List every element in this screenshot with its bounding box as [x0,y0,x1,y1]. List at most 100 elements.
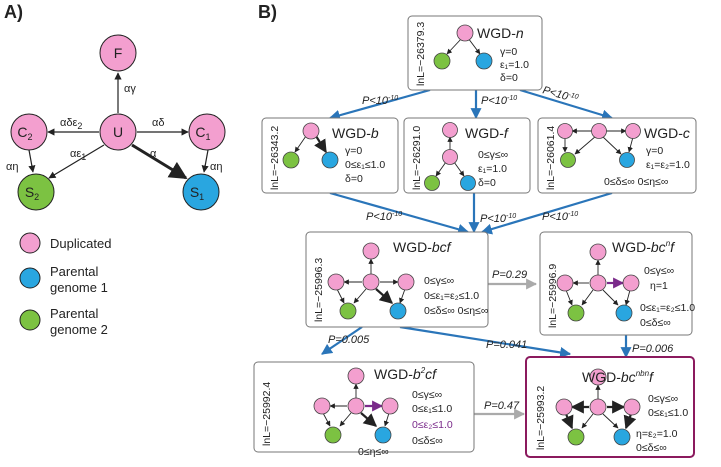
legend-parental2-line2: genome 2 [50,322,108,337]
node-s1 [182,173,220,211]
edge-u-s1 [131,143,188,180]
legend-duplicated-swatch [19,232,41,254]
box-n-param3: δ=0 [500,72,518,84]
node-s2 [17,173,55,211]
node-u-label: U [113,124,123,140]
label-u-s2: αε1 [70,148,86,162]
legend-parental1-line2: genome 1 [50,280,108,295]
box-bcnf-lnl: lnL=−25996.9 [547,264,559,328]
box-bcf-param3: 0≤δ≤∞ 0≤η≤∞ [424,305,488,317]
panel-b: B) P<10-10 P<10-10 P<10-10 P<10-10 P<10-… [253,2,697,458]
box-b2cf-param3: 0≤ε₂≤1.0 [412,419,453,431]
arrow-bcf-b2cf [321,326,363,355]
legend-parental1-line1: Parental [50,264,99,279]
panel-b-label: B) [258,2,277,22]
box-b2cf-lnl: lnL=−25992.4 [261,382,273,446]
box-f-param2: ε₁=1.0 [478,163,507,175]
box-wgd-bcf: lnL=−25996.3 WGD-bcf 0≤γ≤∞ 0≤ε₁=ε₂≤1.0 0… [305,231,489,328]
box-b2cf-param4: 0≤η≤∞ [358,446,389,458]
box-bcnf-param3: 0≤ε₁=ε₂≤1.0 [640,302,695,314]
legend-duplicated-label: Duplicated [50,236,111,251]
arrow-n-b [328,88,431,121]
edge-c1-s1 [201,149,209,173]
pval-c-bcf: P<10-10 [542,211,578,223]
edge-u-s2 [48,144,105,179]
label-u-f: αγ [124,83,136,95]
panel-a-label: A) [4,2,23,22]
node-c2 [10,113,48,151]
box-n-title: WGD-n [477,25,524,41]
node-f [99,34,137,72]
box-c-title: WGD-c [644,125,690,141]
edge-c2-s2 [28,149,36,173]
box-bcf-title: WGD-bcf [393,239,453,255]
box-bcnf-param4: 0≤δ≤∞ [640,317,671,329]
pval-bcnf-bcnbnf: P=0.006 [632,343,674,355]
legend-parental2-swatch [19,309,41,331]
node-c2-label: C2 [17,124,32,142]
box-c-param1: γ=0 [646,145,663,157]
node-c1 [188,113,226,151]
pval-bcf-bcnbnf: P=0.041 [486,339,527,351]
legend-parental2-line1: Parental [50,306,99,321]
node-u [99,113,137,151]
box-b-lnl: lnL=−26343.2 [269,126,281,190]
box-bcf-lnl: lnL=−25996.3 [313,258,325,322]
box-wgd-c: lnL=−26061.4 WGD-c γ=0 ε₁=ε₂=1.0 0≤δ≤∞ 0… [537,117,697,194]
pval-b2cf-bcnbnf: P=0.47 [484,400,520,412]
box-b-title: WGD-b [332,125,379,141]
label-u-c1: αδ [152,117,164,129]
box-c-lnl: lnL=−26061.4 [545,126,557,190]
panel-a: A) αγ αδε2 αδ αε1 α αη αη F U C2 C1 S2 S… [4,2,226,337]
box-b2cf-title: WGD-b2cf [374,366,438,382]
box-wgd-bcnf: lnL=−25996.9 WGD-bcnf 0≤γ≤∞ η=1 0≤ε₁=ε₂≤… [539,231,695,336]
label-c2-s2: αη [6,161,18,173]
box-c-param2: ε₁=ε₂=1.0 [646,159,690,171]
box-bcnbnf-param2: 0≤ε₁≤1.0 [648,407,688,419]
box-bcnf-param1: 0≤γ≤∞ [644,265,674,277]
box-f-param3: δ=0 [478,177,496,189]
pval-b-bcf: P<10-10 [366,211,402,223]
box-bcnbnf-lnl: lnL=−25993.2 [535,386,547,450]
arrow-b-bcf [329,191,470,235]
box-wgd-f: lnL=−26291.0 WGD-f 0≤γ≤∞ ε₁=1.0 δ=0 [403,117,531,194]
box-bcnf-title: WGD-bcnf [612,239,676,255]
box-b-param3: δ=0 [345,173,363,185]
box-n-lnl: lnL=−26379.3 [415,22,427,86]
box-bcnbnf-param4: 0≤δ≤∞ [636,442,667,454]
box-f-param1: 0≤γ≤∞ [478,149,508,161]
box-n-param1: γ=0 [500,46,517,58]
arrow-n-c [519,88,614,121]
pval-n-f: P<10-10 [481,95,517,107]
legend-parental1-swatch [19,267,41,289]
box-n-param2: ε₁=1.0 [500,59,529,71]
box-f-lnl: lnL=−26291.0 [411,126,423,190]
label-u-s1: α [150,148,157,160]
box-b-param2: 0≤ε₁≤1.0 [345,159,385,171]
arrow-bcf-bcnbnf [399,325,572,358]
node-s1-label: S1 [190,184,204,202]
box-b2cf-param5: 0≤δ≤∞ [412,435,443,447]
arrow-c-bcf [480,191,613,235]
label-u-c2: αδε2 [60,117,82,131]
box-bcnbnf-param1: 0≤γ≤∞ [648,393,678,405]
box-f-title: WGD-f [465,125,510,141]
box-bcf-param2: 0≤ε₁=ε₂≤1.0 [424,290,479,302]
box-c-param3: 0≤δ≤∞ 0≤η≤∞ [604,176,668,188]
pval-bcf-b2cf: P=0.005 [328,334,370,346]
node-f-label: F [114,45,123,61]
box-wgd-n: lnL=−26379.3 WGD-n γ=0 ε₁=1.0 δ=0 [407,15,543,91]
label-c1-s1: αη [210,161,222,173]
box-b2cf-param2: 0≤ε₁≤1.0 [412,403,452,415]
box-wgd-b2cf: lnL=−25992.4 WGD-b2cf 0≤γ≤∞ 0≤ε₁≤1.0 0≤ε… [253,361,475,458]
pval-f-bcf: P<10-10 [480,213,516,225]
box-bcnbnf-param3: η=ε₂=1.0 [636,428,678,440]
pval-bcf-bcnf: P=0.29 [492,269,527,281]
box-wgd-b: lnL=−26343.2 WGD-b γ=0 0≤ε₁≤1.0 δ=0 [261,117,399,194]
box-bcnbnf-title: WGD-bcnbnf [582,369,655,385]
node-s2-label: S2 [25,184,39,202]
box-bcnf-param2: η=1 [650,280,668,292]
node-c1-label: C1 [195,124,210,142]
box-bcf-param1: 0≤γ≤∞ [424,275,454,287]
